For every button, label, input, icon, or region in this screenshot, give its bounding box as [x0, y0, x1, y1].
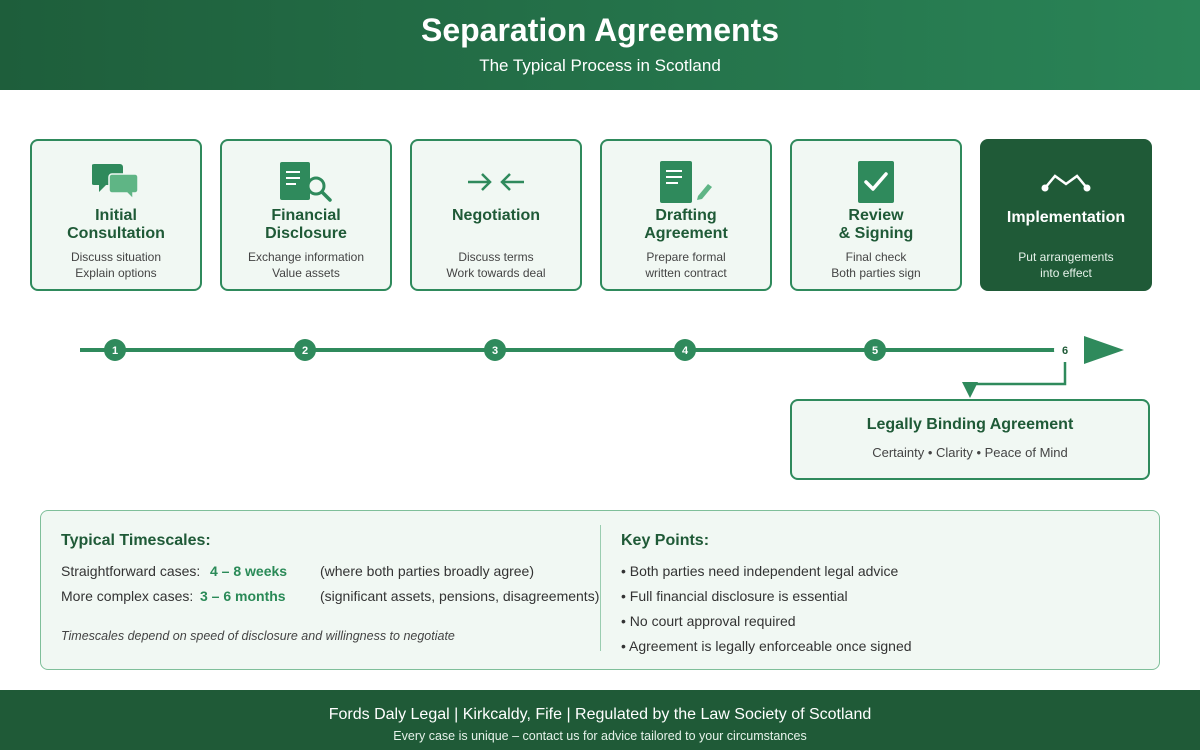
step-number: 5 [872, 345, 878, 357]
key-point-item: • Full financial disclosure is essential [621, 588, 848, 604]
step-number: 3 [492, 345, 498, 357]
key-point-item: • Agreement is legally enforceable once … [621, 638, 912, 654]
step-number: 4 [682, 345, 689, 357]
step-card-drafting-agreement: Drafting Agreement Prepare formal writte… [600, 139, 772, 291]
converging-arrows-icon [412, 159, 580, 205]
step-card-review-signing: Review & Signing Final check Both partie… [790, 139, 962, 291]
step-description: Explain options [75, 266, 157, 280]
key-point-item: • Both parties need independent legal ad… [621, 563, 899, 579]
step-description: Final check [845, 250, 907, 264]
timeline-marker-3: 3 [484, 339, 506, 361]
chat-bubbles-icon [32, 159, 200, 205]
step-title: Initial [95, 207, 137, 224]
step-number: 2 [302, 345, 308, 357]
step-description: Discuss situation [70, 250, 162, 264]
timescale-value: 3 – 6 months [200, 588, 286, 604]
outcome-connector [968, 362, 1067, 388]
page-subtitle: The Typical Process in Scotland [479, 56, 721, 75]
step-card-negotiation: Negotiation Discuss terms Work towards d… [410, 139, 582, 291]
info-panel: Typical Timescales: Straightforward case… [40, 510, 1160, 670]
step-title: Negotiation [452, 207, 540, 224]
outcome-subtitle: Certainty • Clarity • Peace of Mind [872, 445, 1068, 460]
timeline-marker-5: 5 [864, 339, 886, 361]
header-banner: Separation Agreements The Typical Proces… [0, 0, 1200, 90]
outcome-box: Legally Binding Agreement Certainty • Cl… [790, 399, 1150, 480]
step-number: 1 [112, 345, 118, 357]
step-title: Disclosure [265, 225, 347, 242]
key-point-item: • No court approval required [621, 613, 796, 629]
timescale-note: (significant assets, pensions, disagreem… [320, 588, 600, 604]
step-description: Put arrangements [1018, 250, 1114, 264]
step-description: Prepare formal [646, 250, 726, 264]
process-timeline: 1 2 3 4 5 6 [80, 336, 1124, 398]
outcome-arrowhead [962, 382, 978, 398]
step-description: Value assets [272, 266, 340, 280]
footer-advice-line: Every case is unique – contact us for ad… [393, 729, 807, 743]
key-points-heading: Key Points: [621, 532, 710, 549]
step-title: Review [848, 207, 904, 224]
step-title: Drafting [655, 207, 717, 224]
timescale-label: Straightforward cases: [61, 563, 201, 579]
step-card-implementation: Implementation Put arrangements into eff… [980, 139, 1152, 291]
footer-bar: Fords Daly Legal | Kirkcaldy, Fife | Reg… [0, 690, 1200, 750]
step-description: Discuss terms [458, 250, 534, 264]
document-pen-icon [602, 159, 770, 205]
timescales-footnote: Timescales depend on speed of disclosure… [61, 629, 455, 643]
step-description: Exchange information [247, 250, 365, 264]
timeline-arrowhead [1084, 336, 1124, 364]
timescale-note: (where both parties broadly agree) [320, 563, 535, 579]
timeline-marker-1: 1 [104, 339, 126, 361]
connected-nodes-icon [982, 159, 1150, 205]
step-description: Both parties sign [831, 266, 921, 280]
outcome-title: Legally Binding Agreement [866, 416, 1074, 433]
timescale-label: More complex cases: [61, 588, 194, 604]
timeline-marker-6: 6 [1054, 339, 1076, 361]
step-title: Implementation [1006, 209, 1126, 226]
step-number: 6 [1062, 345, 1068, 357]
step-title: Agreement [644, 225, 728, 242]
timeline-marker-4: 4 [674, 339, 696, 361]
step-card-initial-consultation: Initial Consultation Discuss situation E… [30, 139, 202, 291]
step-title: & Signing [838, 225, 914, 242]
panel-divider [600, 525, 601, 651]
step-card-financial-disclosure: Financial Disclosure Exchange informatio… [220, 139, 392, 291]
timescale-value: 4 – 8 weeks [210, 563, 288, 579]
checkbox-icon [792, 159, 960, 205]
step-title: Financial [271, 207, 341, 224]
timescales-heading: Typical Timescales: [61, 532, 211, 549]
page-title: Separation Agreements [420, 12, 780, 48]
timeline-marker-2: 2 [294, 339, 316, 361]
step-description: written contract [645, 266, 727, 280]
step-title: Consultation [67, 225, 165, 242]
step-description: Work towards deal [446, 266, 546, 280]
step-description: into effect [1040, 266, 1092, 280]
document-search-icon [222, 159, 390, 205]
footer-firm-line: Fords Daly Legal | Kirkcaldy, Fife | Reg… [328, 706, 872, 723]
